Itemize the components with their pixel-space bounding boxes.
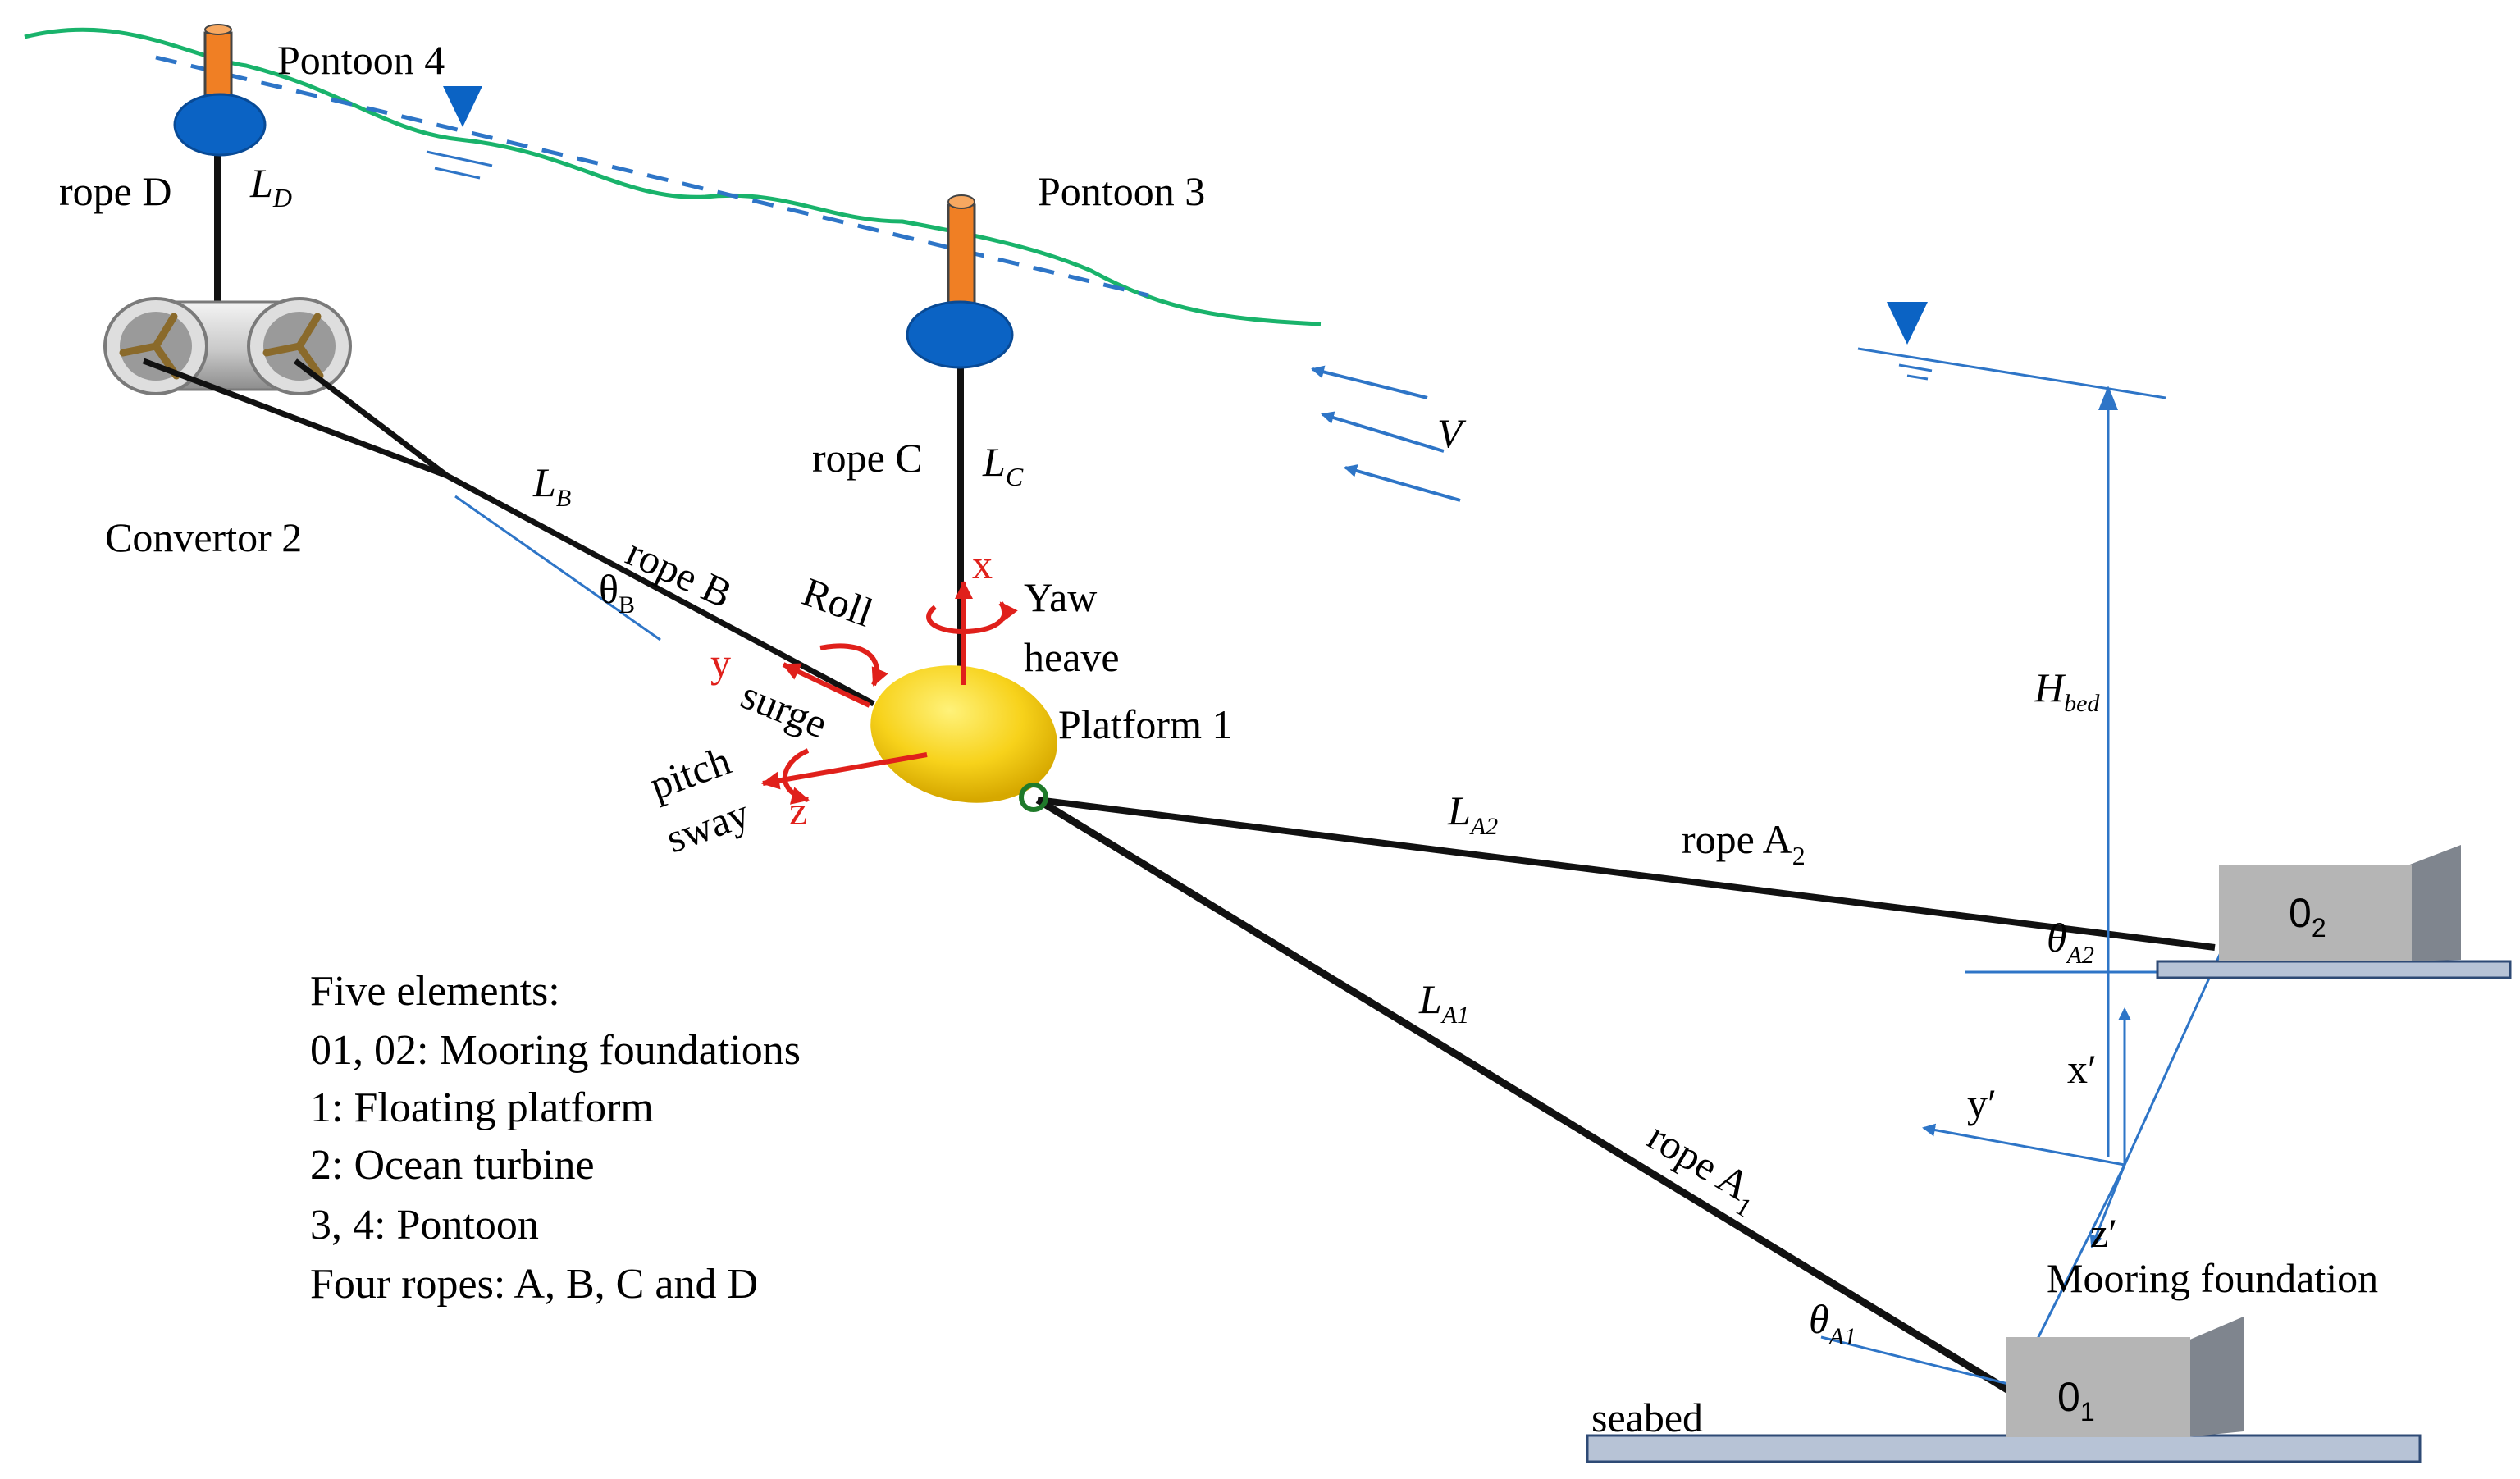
seabed-label: seabed [1591,1395,1703,1440]
heave-label: heave [1024,634,1120,680]
mooring-foundation-01 [1586,1317,2422,1463]
theta-b-reference-line [454,495,661,641]
theta-a1-label: θA1 [1809,1296,1856,1350]
mooring-foundation-label: Mooring foundation [2047,1255,2378,1301]
rope-a2-line [1037,797,2216,951]
y-prime-label: y′ [1967,1080,1997,1126]
h-bed-label: Hbed [2034,664,2100,717]
block-o2 [2219,865,2412,961]
axis-z-label: z [789,787,807,833]
rope-a1-line [1035,797,2025,1402]
legend: Five elements: 01, 02: Mooring foundatio… [310,968,801,1308]
seabed-plate-upper [2156,960,2512,979]
legend-line: 1: Floating platform [310,1084,654,1131]
platform-attachment-point [1019,783,1048,812]
z-prime-label: z′ [2090,1210,2117,1256]
roll-label: Roll [797,568,879,636]
water-level-marker-left [426,86,493,180]
floating-platform [870,665,1057,803]
platform-1-label: Platform 1 [1058,701,1232,747]
legend-line: 2: Ocean turbine [310,1142,595,1189]
roll-rotation-arrow [819,643,888,687]
rope-a2-label: rope A2 [1682,816,1806,870]
axis-y-label: y [710,640,731,686]
rope-d-label: rope D [59,168,171,214]
still-water-line [155,55,1149,298]
legend-line: Five elements: [310,968,560,1015]
l-c-label: LC [982,439,1024,491]
pontoon-4 [173,24,267,316]
l-d-label: LD [249,160,292,212]
theta-a1-reference-line [1820,1335,2019,1388]
yaw-label: Yaw [1024,574,1097,620]
l-a1-label: LA1 [1418,976,1469,1029]
rope-b-label: rope B [619,528,739,617]
block-o2-label: 02 [2289,890,2326,943]
current-arrows [1311,365,1461,502]
axis-z-arrow [761,752,928,790]
pitch-rotation-arrow [782,748,810,805]
local-frame-prime [1922,947,2225,1387]
convertor-2-label: Convertor 2 [105,514,302,560]
x-prime-label: x′ [2067,1046,2097,1092]
yaw-rotation-arrow [926,601,1018,635]
seabed-plate [1586,1434,2422,1463]
y-prime-arrow [1922,1123,2125,1166]
pontoon-4-label: Pontoon 4 [277,37,445,83]
block-o1-label: 01 [2057,1374,2095,1427]
sea-surface-wave [24,27,1322,326]
h-bed-dimension [2098,386,2118,1157]
rope-b [142,358,875,707]
z-prime-arrow [2089,1164,2126,1248]
legend-line: Four ropes: A, B, C and D [310,1261,758,1308]
theta-b-label: θB [599,566,635,619]
axis-y-arrow [782,662,871,708]
rope-c-label: rope C [812,435,923,481]
legend-line: 3, 4: Pontoon [310,1202,539,1248]
pontoon-3-label: Pontoon 3 [1038,168,1205,214]
pontoon-3-float [906,300,1014,369]
pontoon-4-float [173,93,267,157]
l-a2-label: LA2 [1447,787,1498,840]
frame-line-1 [2123,947,2225,1166]
l-b-label: LB [532,459,571,512]
axis-x-label: x [972,541,993,587]
water-level-marker-right [1857,302,2166,399]
mooring-foundation-02 [2156,845,2512,979]
theta-a2-label: θA2 [2047,915,2094,969]
current-v-label: V [1437,410,1467,456]
ocean-turbine [103,297,352,395]
block-o1 [2006,1337,2190,1437]
platform-axes [761,581,1018,805]
legend-line: 01, 02: Mooring foundations [310,1027,801,1074]
